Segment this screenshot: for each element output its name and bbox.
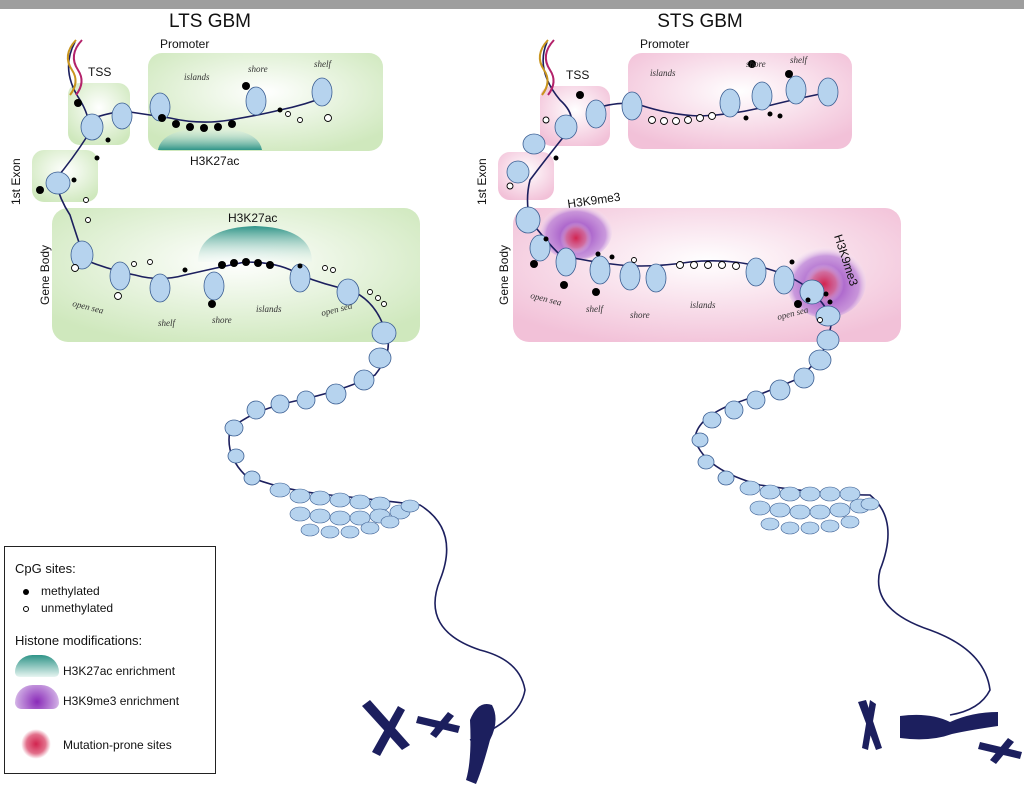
promoter-label: Promoter — [160, 37, 209, 51]
region-label: shore — [212, 315, 232, 325]
gene-body-region-box — [52, 208, 420, 342]
legend-h3k27ac: H3K27ac enrichment — [63, 664, 176, 678]
promoter-label: Promoter — [640, 37, 689, 51]
region-label: shelf — [586, 304, 604, 314]
chromatin-diagram: LTS GBM Promoter TSS 1st Exon Gene Body … — [9, 11, 1022, 784]
mutation-prone-site-a — [560, 222, 592, 254]
region-label: islands — [650, 68, 676, 78]
panel-lts: LTS GBM Promoter TSS 1st Exon Gene Body … — [9, 11, 526, 784]
mutation-swatch-icon — [21, 729, 51, 759]
panel-title: LTS GBM — [169, 11, 251, 32]
legend-methylated: methylated — [41, 584, 100, 598]
h3k27ac-swatch-icon — [15, 655, 59, 677]
legend-h3k9me3: H3K9me3 enrichment — [63, 694, 180, 708]
region-label: shore — [248, 64, 268, 74]
panel-sts: STS GBM Promoter TSS 1st Exon Gene Body … — [475, 11, 1022, 764]
region-label: shelf — [158, 318, 176, 328]
methylated-dot-icon — [23, 589, 29, 595]
methylated-cpg-dots — [36, 82, 303, 308]
gene-body-label: Gene Body — [38, 245, 52, 305]
chromatin-fibre — [739, 480, 880, 535]
dna-helix — [538, 39, 555, 96]
h3k27ac-promoter-label: H3K27ac — [190, 154, 239, 168]
panel-title: STS GBM — [657, 11, 743, 32]
tss-label: TSS — [566, 68, 589, 82]
region-label: shore — [630, 310, 650, 320]
h3k27ac-promoter-cloud — [158, 128, 262, 150]
unmethylated-cpg-dots — [71, 111, 387, 307]
region-label: islands — [184, 72, 210, 82]
tss-label: TSS — [88, 65, 111, 79]
region-label: islands — [256, 304, 282, 314]
chromosomes — [362, 700, 496, 784]
top-bar — [0, 0, 1024, 9]
chromatin-fibre — [269, 482, 420, 539]
region-label: shelf — [790, 55, 808, 65]
nucleosomes — [45, 77, 397, 486]
region-label: islands — [690, 300, 716, 310]
nucleosomes — [506, 75, 841, 486]
h3k9me3-swatch-icon — [15, 685, 59, 709]
unmethylated-cpg-dots — [506, 112, 823, 323]
legend-cpg-title: CpG sites: — [15, 561, 76, 576]
region-label: shelf — [314, 59, 332, 69]
legend: CpG sites: methylated unmethylated Histo… — [4, 546, 216, 774]
h3k27ac-body-cloud — [198, 226, 312, 262]
dna-helix — [66, 39, 83, 96]
first-exon-label: 1st Exon — [475, 158, 489, 205]
legend-unmethylated: unmethylated — [41, 601, 114, 615]
legend-histone-title: Histone modifications: — [15, 633, 143, 648]
first-exon-label: 1st Exon — [9, 158, 23, 205]
region-label: shore — [746, 59, 766, 69]
methylated-cpg-dots — [530, 60, 833, 308]
chromosomes — [858, 700, 1022, 764]
gene-body-label: Gene Body — [497, 245, 511, 305]
h3k27ac-body-label: H3K27ac — [228, 211, 277, 225]
unmethylated-dot-icon — [23, 606, 29, 612]
legend-mutation: Mutation-prone sites — [63, 738, 172, 752]
